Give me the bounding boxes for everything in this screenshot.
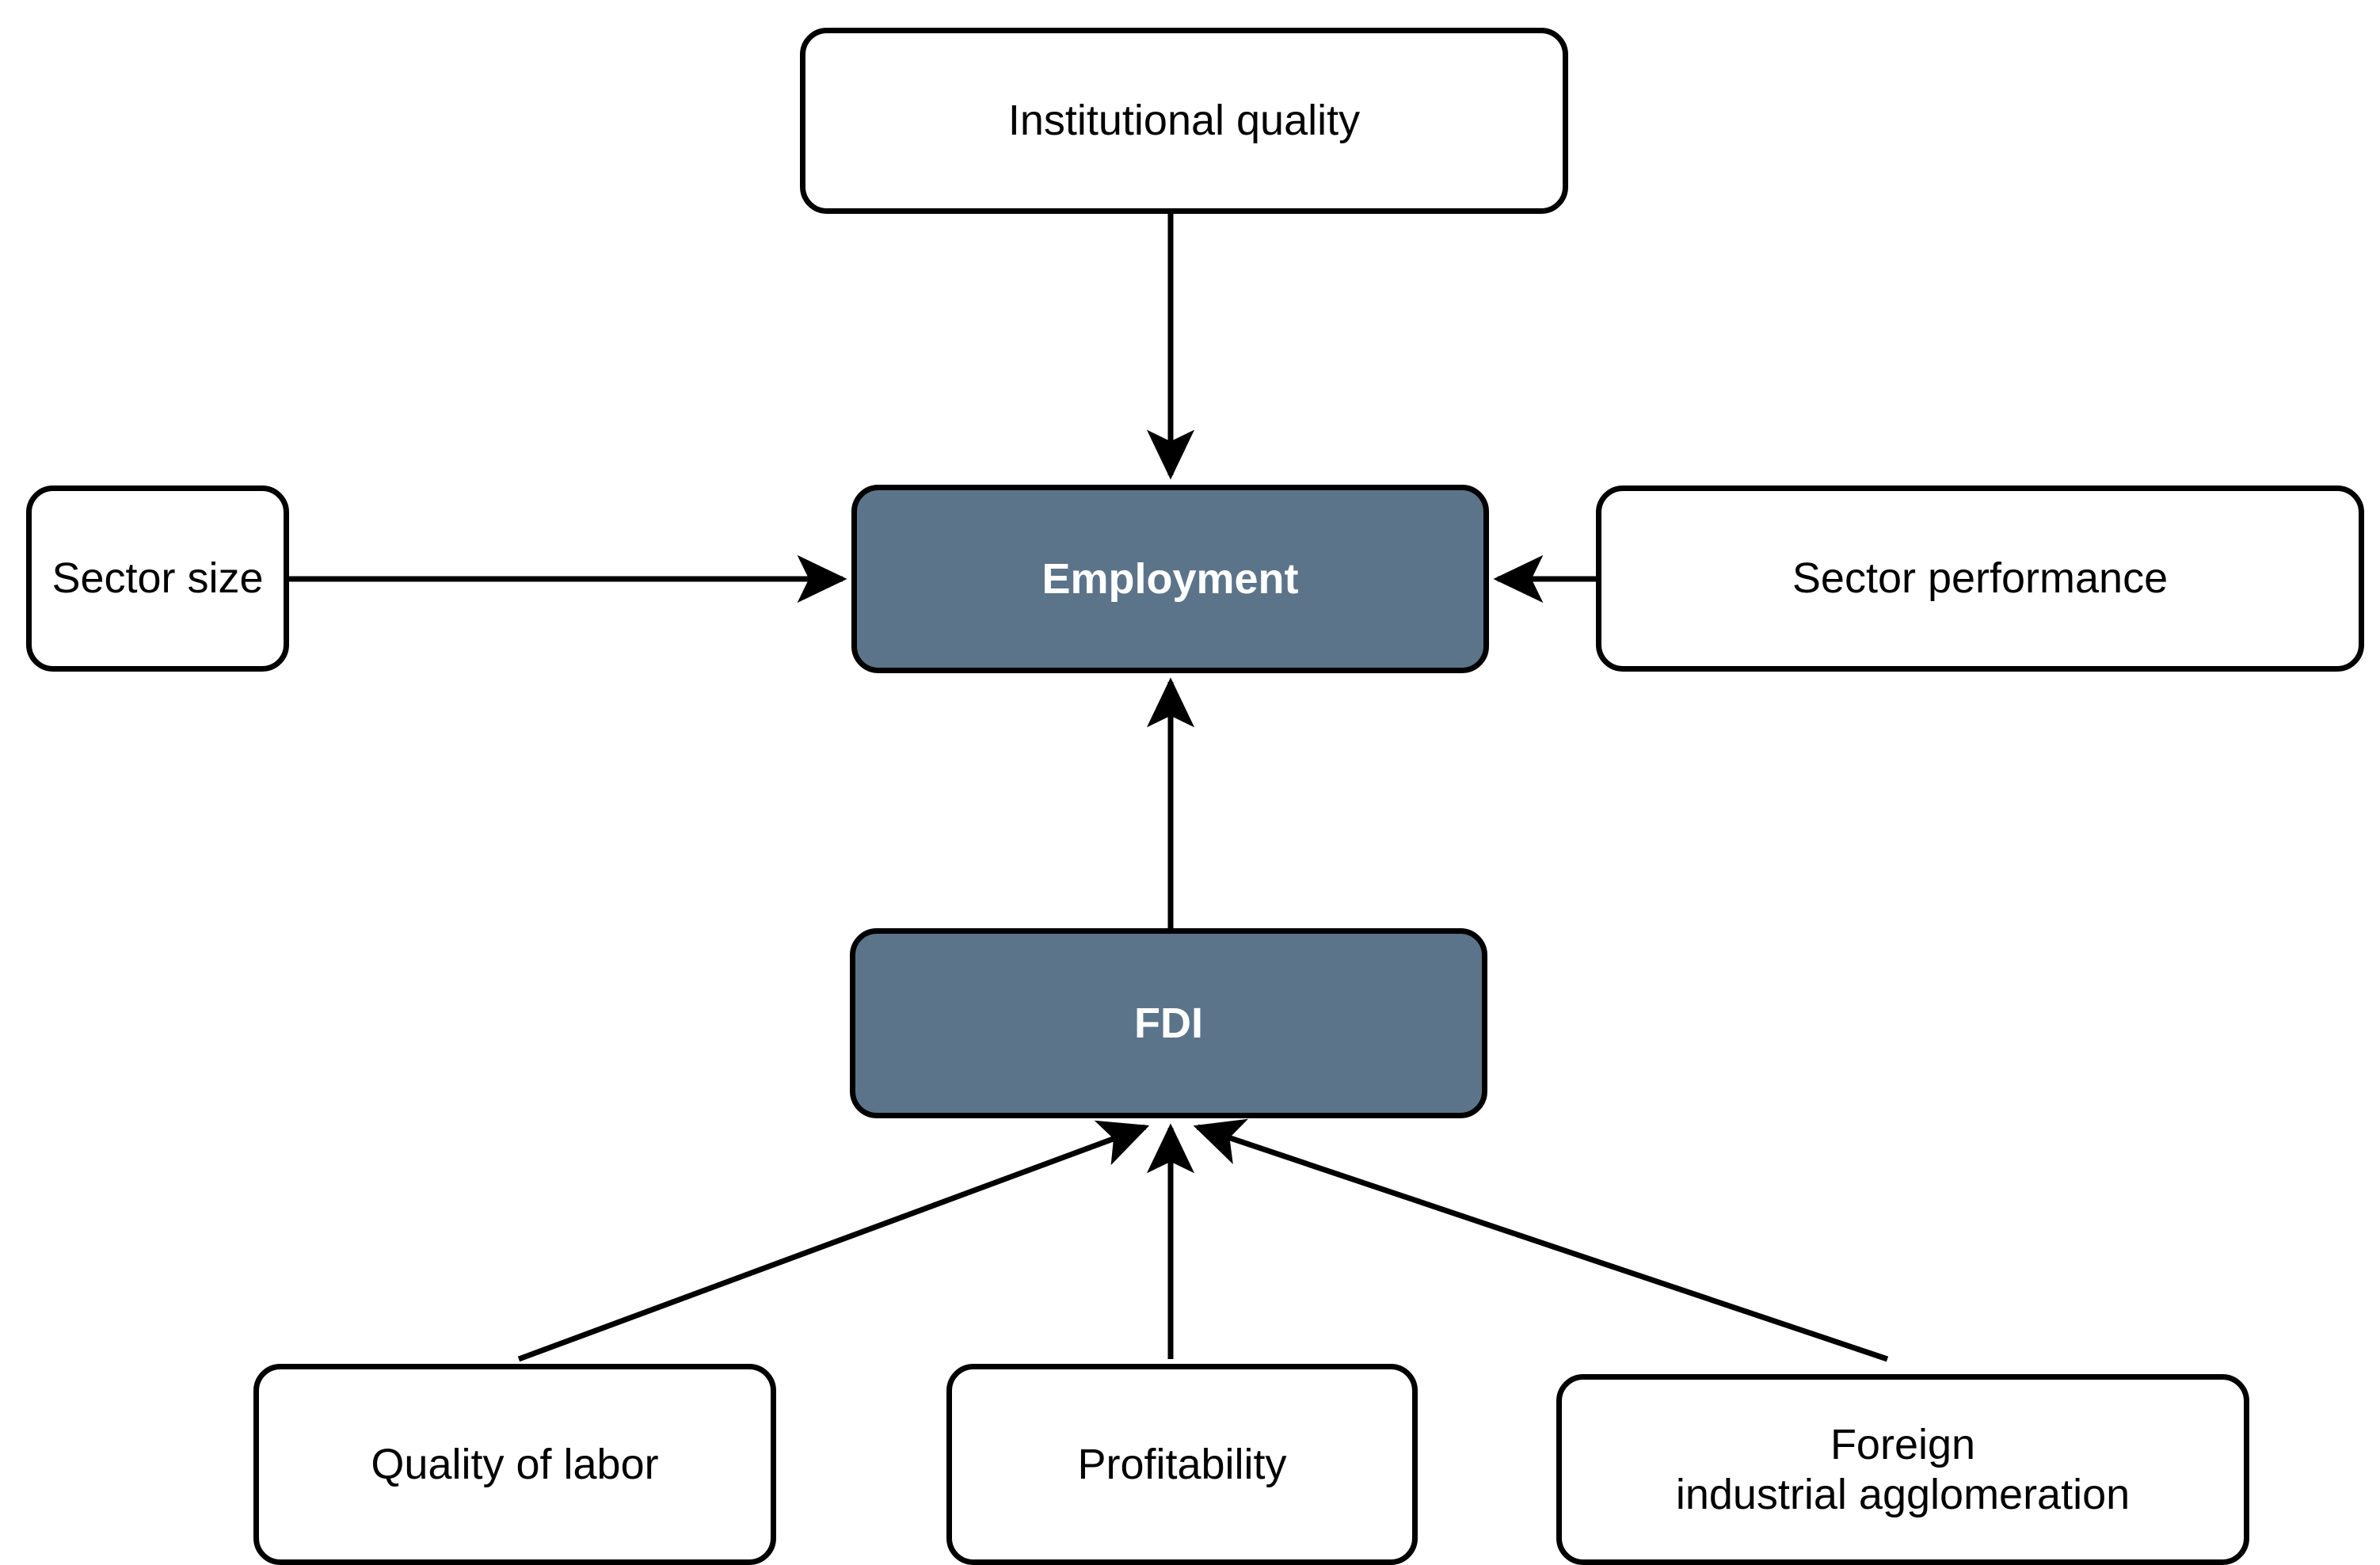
node-sector-performance[interactable]: Sector performance (1596, 485, 2364, 672)
edge-quality-of-labor-to-fdi (517, 1120, 1150, 1362)
node-foreign-industrial-agglomeration[interactable]: Foreign industrial agglomeration (1556, 1374, 2249, 1565)
node-institutional-quality[interactable]: Institutional quality (800, 28, 1568, 214)
node-sector-size-label: Sector size (51, 554, 264, 603)
node-quality-of-labor[interactable]: Quality of labor (253, 1364, 776, 1565)
node-foreign-industrial-agglomeration-label: Foreign industrial agglomeration (1675, 1420, 2131, 1518)
node-sector-performance-label: Sector performance (1792, 554, 2169, 603)
node-fdi-label: FDI (1134, 999, 1203, 1047)
edge-foreign-industrial-agglomeration-to-fdi (1193, 1118, 1889, 1362)
node-institutional-quality-label: Institutional quality (1007, 97, 1361, 145)
node-employment-label: Employment (1041, 554, 1299, 603)
node-fdi[interactable]: FDI (850, 928, 1487, 1118)
node-profitability-label: Profitability (1077, 1440, 1287, 1488)
node-quality-of-labor-label: Quality of labor (371, 1440, 659, 1488)
node-sector-size[interactable]: Sector size (26, 485, 289, 672)
node-employment[interactable]: Employment (851, 485, 1489, 673)
node-profitability[interactable]: Profitability (946, 1364, 1418, 1565)
